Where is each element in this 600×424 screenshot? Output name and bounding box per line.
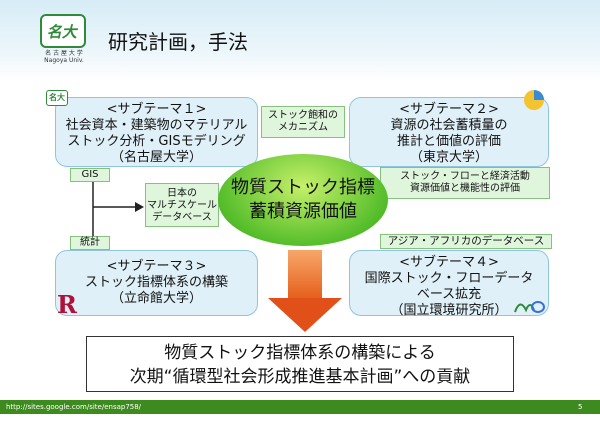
database-line-2: マルチスケール <box>147 200 217 211</box>
flow-econ-line-2: 資源価値と機能性の評価 <box>410 183 520 194</box>
subtheme-3-heading: <サブテーマ３> <box>106 259 207 274</box>
subtheme-3-line-1: ストック指標体系の構築 <box>84 275 228 290</box>
ritsumeikan-logo-icon: R <box>57 290 77 319</box>
stats-tag: 統計 <box>70 236 110 250</box>
page-number: 5 <box>578 403 583 411</box>
asia-africa-database-tag: アジア・アフリカのデータベース <box>380 234 552 249</box>
nagoya-university-logo: 名大 <box>40 14 86 48</box>
subtheme-1-line-2: ストック分析・GISモデリング <box>67 134 246 149</box>
down-arrow-body <box>288 250 322 300</box>
subtheme-2-line-2: 推計と価値の評価 <box>396 134 501 149</box>
subtheme-2-panel: <サブテーマ２> 資源の社会蓄積量の 推計と価値の評価 （東京大学） <box>349 97 549 167</box>
header-band <box>0 0 600 80</box>
conclusion-line-1: 物質ストック指標体系の構築による <box>164 343 436 363</box>
subtheme-4-heading: <サブテーマ４> <box>399 255 499 270</box>
subtheme-2-heading: <サブテーマ２> <box>399 102 499 117</box>
saturation-line-1: ストック飽和の <box>268 110 338 121</box>
subtheme-4-panel: <サブテーマ４> 国際ストック・フローデータ ベース拡充 （国立環境研究所） <box>349 250 549 318</box>
material-stock-indicator-ellipse: 物質ストック指標 蓄積資源価値 <box>218 154 388 246</box>
conclusion-line-2: 次期“循環型社会形成推進基本計画”への貢献 <box>129 367 471 387</box>
subtheme-2-line-3: （東京大学） <box>409 150 488 165</box>
logo-text-ja: 名 古 屋 大 学 <box>45 50 83 57</box>
gis-tag: GIS <box>70 168 110 182</box>
subtheme-2-line-1: 資源の社会蓄積量の <box>390 118 508 133</box>
page-title: 研究計画，手法 <box>108 30 248 54</box>
logo-text-en: Nagoya Univ. <box>44 57 84 64</box>
center-line-1: 物質ストック指標 <box>231 177 375 198</box>
flow-econ-line-1: ストック・フローと経済活動 <box>400 171 530 182</box>
footer-bar <box>0 400 600 414</box>
subtheme-1-panel: <サブテーマ１> 社会資本・建築物のマテリアル ストック分析・GISモデリング … <box>55 97 258 167</box>
subtheme-1-line-3: （名古屋大学） <box>110 150 202 165</box>
database-line-3: データベース <box>152 212 212 223</box>
subtheme-1-heading: <サブテーマ１> <box>106 102 207 117</box>
subtheme-4-line-3: （国立環境研究所） <box>390 303 508 318</box>
tokyo-university-logo-icon <box>524 90 544 110</box>
nies-logo-icon <box>514 301 545 313</box>
footer-url-link[interactable]: http://sites.google.com/site/ensap758/ <box>6 403 142 411</box>
subtheme-4-line-1: 国際ストック・フローデータ <box>364 271 534 286</box>
center-line-2: 蓄積資源価値 <box>249 201 357 222</box>
conclusion-box: 物質ストック指標体系の構築による 次期“循環型社会形成推進基本計画”への貢献 <box>86 336 514 392</box>
subtheme-3-panel: <サブテーマ３> ストック指標体系の構築 （立命館大学） <box>55 250 258 316</box>
subtheme-4-line-2: ベース拡充 <box>416 287 482 302</box>
saturation-line-2: メカニズム <box>278 122 328 133</box>
stock-flow-economy-tag: ストック・フローと経済活動 資源価値と機能性の評価 <box>380 167 550 199</box>
logo-caption: 名 古 屋 大 学 Nagoya Univ. <box>36 50 92 64</box>
multiscale-database-tag: 日本の マルチスケール データベース <box>145 183 219 227</box>
subtheme-1-line-1: 社会資本・建築物のマテリアル <box>65 118 248 133</box>
saturation-mechanism-tag: ストック飽和の メカニズム <box>261 106 345 138</box>
database-line-1: 日本の <box>167 188 197 199</box>
down-arrow-head <box>268 298 342 332</box>
nagoya-small-logo: 名大 <box>46 90 68 106</box>
subtheme-3-line-2: （立命館大学） <box>110 291 202 306</box>
small-logo-mark: 名大 <box>49 93 65 102</box>
